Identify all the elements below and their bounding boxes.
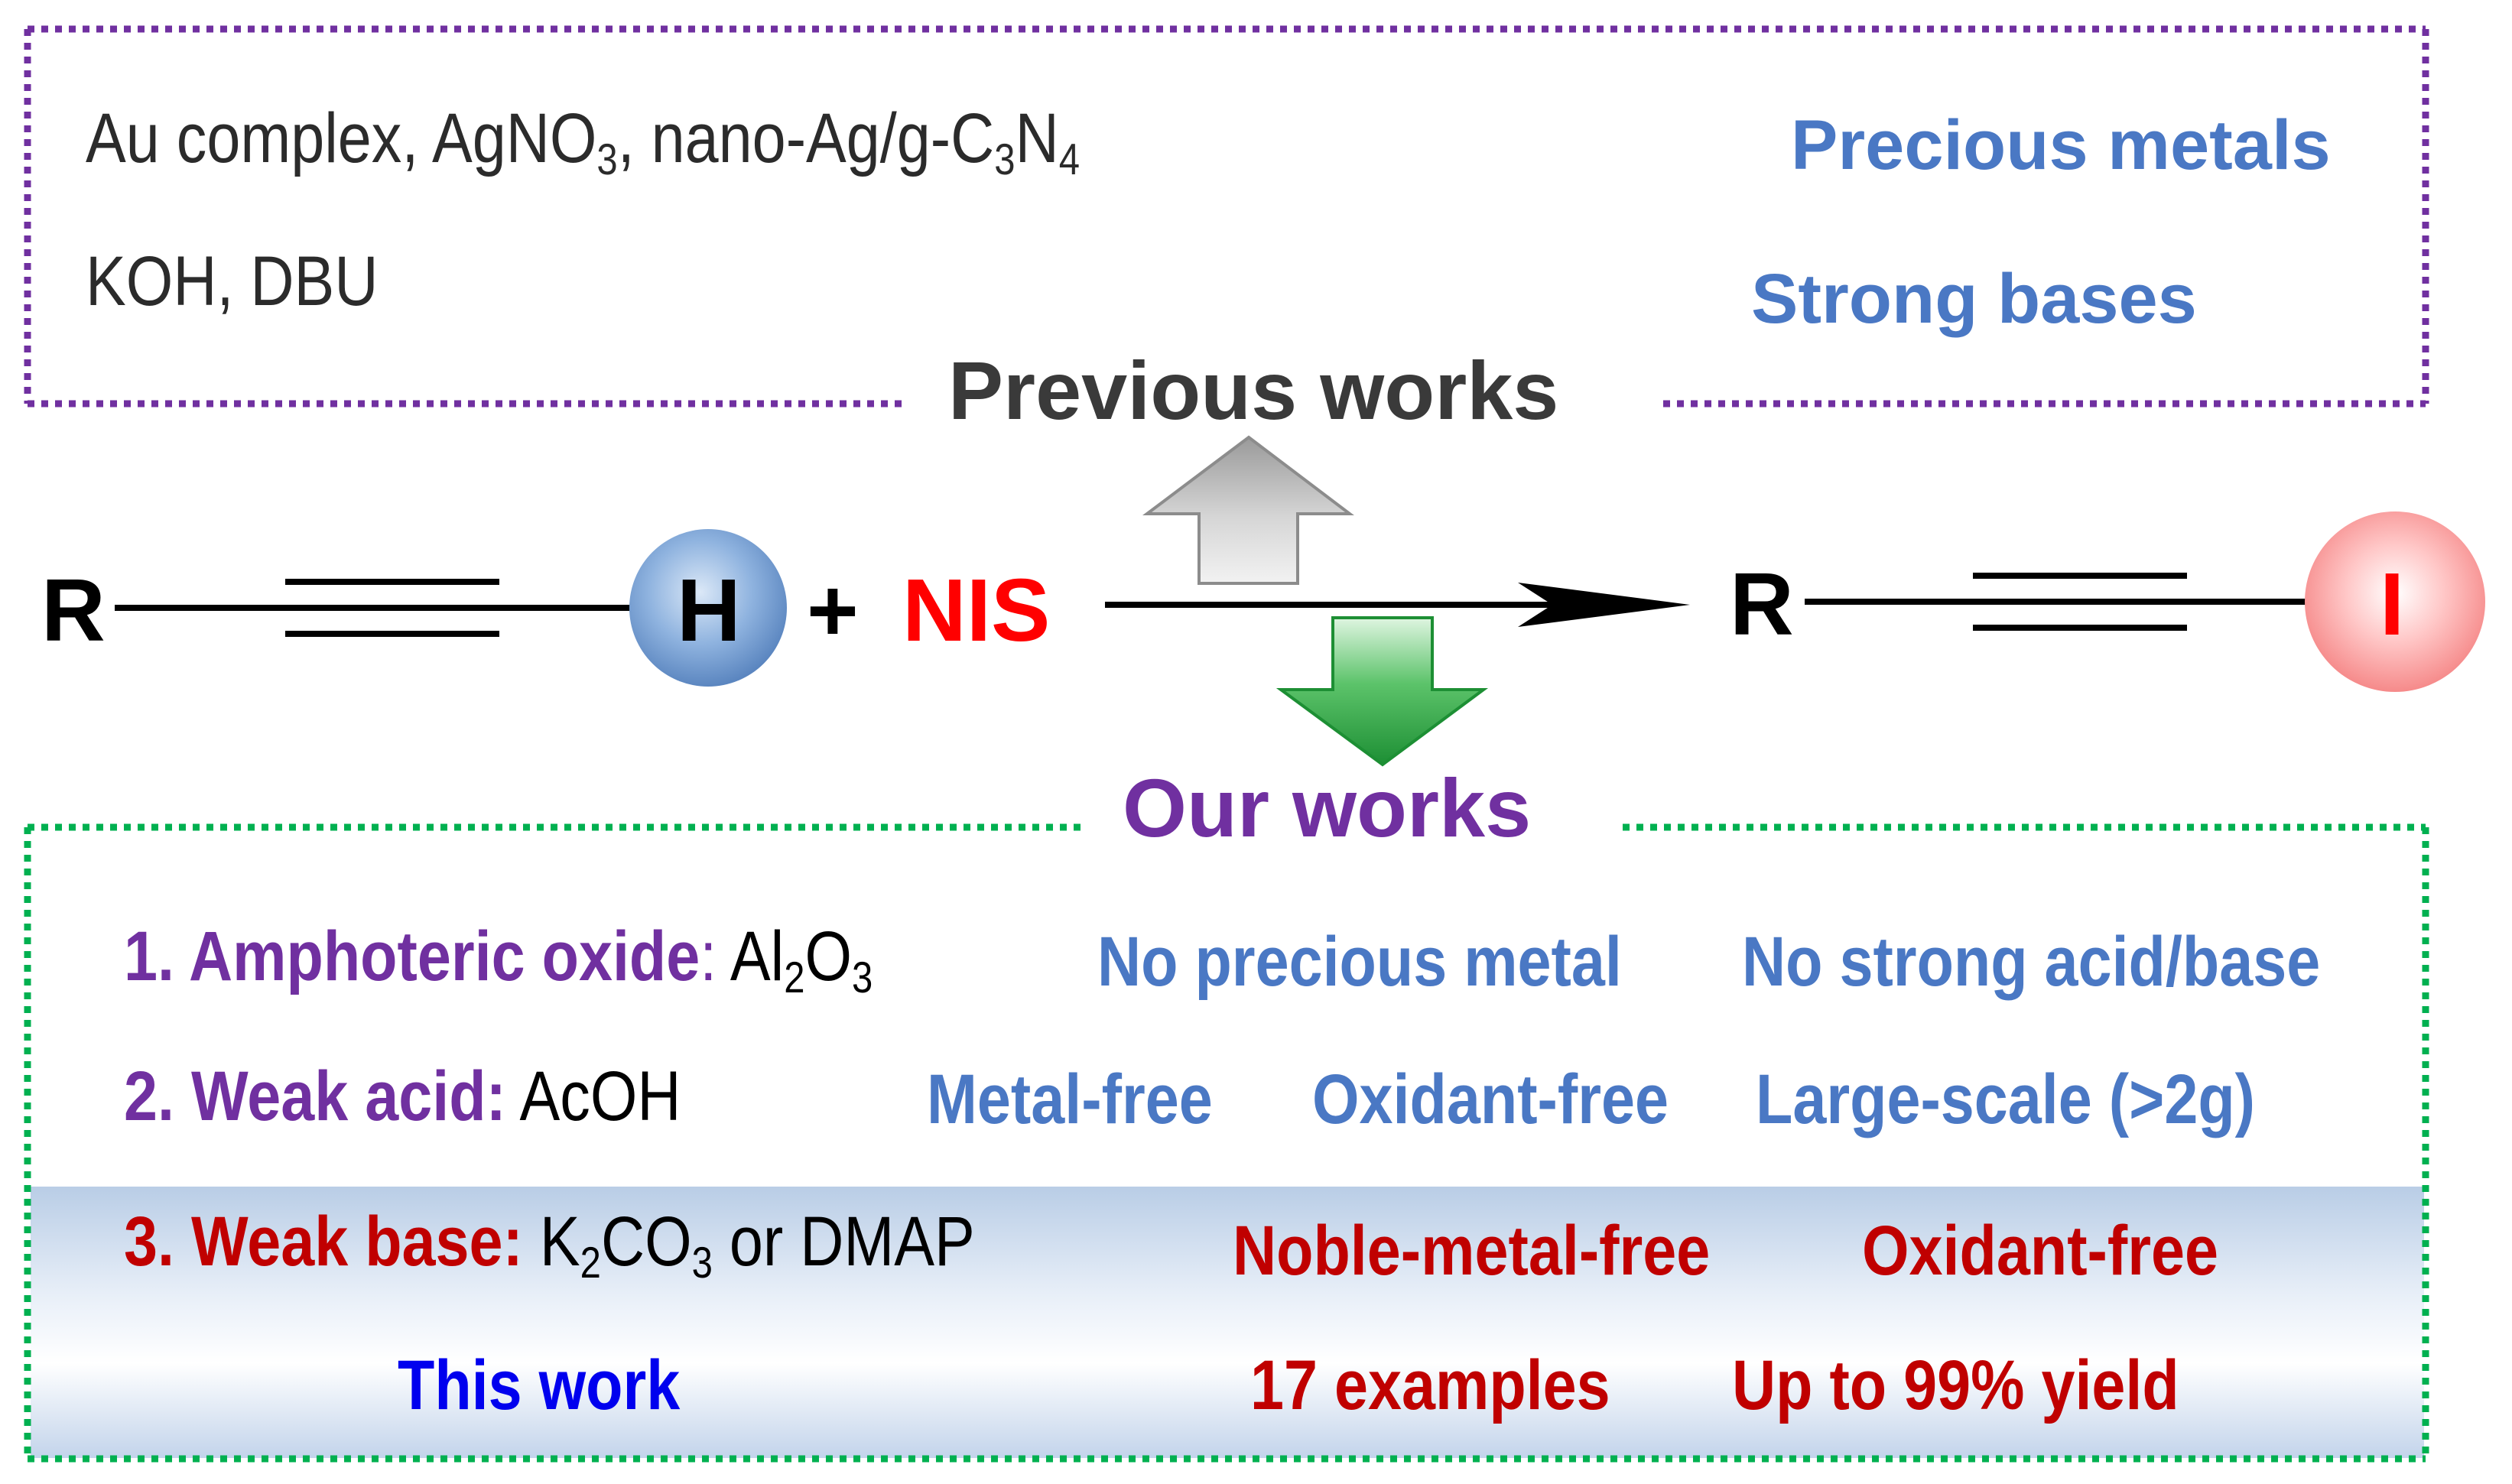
item-weak-base: 3. Weak base: K2CO3 or DMAP	[124, 1203, 975, 1288]
previous-reagents-line2: KOH, DBU	[86, 242, 379, 320]
reactant-r-label: R	[41, 560, 106, 660]
product-alkyne	[1805, 573, 2386, 631]
claim-noble-metal-free: Noble-metal-free	[1233, 1212, 1711, 1290]
claim-oxidant-free-blue: Oxidant-free	[1312, 1060, 1669, 1138]
claim-no-precious-metal: No precious metal	[1097, 923, 1622, 1001]
h-sphere-icon	[629, 529, 787, 687]
claim-large-scale: Large-scale (>2g)	[1756, 1060, 2256, 1138]
product-i-label: I	[2380, 554, 2405, 654]
previous-reagents-line1: Au complex, AgNO3, nano-Ag/g-C3N4	[86, 99, 1080, 184]
product-r-label: R	[1730, 554, 1794, 654]
previous-works-border	[24, 25, 2429, 408]
nis-reagent: NIS	[902, 560, 1051, 660]
plus-sign: +	[807, 560, 859, 660]
reactant-alkyne	[115, 579, 658, 637]
i-sphere-icon	[2305, 511, 2485, 692]
our-works-heading: Our works	[1123, 761, 1532, 854]
claim-no-strong-acid-base: No strong acid/base	[1742, 923, 2321, 1001]
claim-up-to-99-yield: Up to 99% yield	[1732, 1346, 2179, 1424]
previous-works-heading: Previous works	[948, 344, 1559, 437]
this-work-label: This work	[398, 1346, 681, 1424]
gray-up-arrow-icon	[1142, 435, 1354, 585]
claim-oxidant-free-red: Oxidant-free	[1862, 1212, 2219, 1290]
reaction-arrow-icon	[1105, 583, 1690, 627]
this-work-band	[31, 1187, 2424, 1458]
claim-17-examples: 17 examples	[1250, 1346, 1610, 1424]
claim-strong-bases: Strong bases	[1751, 260, 2197, 338]
reactant-h-label: H	[677, 560, 741, 660]
claim-precious-metals: Precious metals	[1791, 106, 2331, 184]
our-works-border	[24, 823, 2429, 1463]
item-weak-acid: 2. Weak acid: AcOH	[124, 1057, 681, 1135]
green-down-arrow-icon	[1275, 616, 1489, 767]
item-amphoteric-oxide: 1. Amphoteric oxide: Al2O3	[124, 917, 873, 1002]
claim-metal-free: Metal-free	[927, 1060, 1213, 1138]
